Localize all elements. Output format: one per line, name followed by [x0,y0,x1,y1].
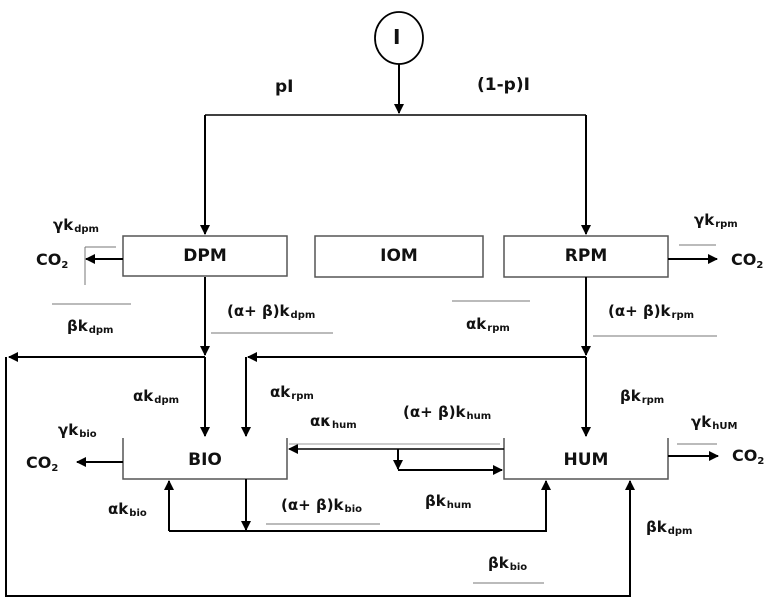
co2-hum: CO2 [732,446,765,467]
rate-beta-bio: βkbio [488,554,528,573]
rate-beta-rpm: βkrpm [620,387,665,406]
co2-rpm: CO2 [731,250,764,271]
box-hum [503,438,669,480]
rate-ab-hum: (α+ β)khum [403,403,492,422]
rate-gamma-rpm: γkrpm [694,211,738,230]
box-dpm [122,235,288,277]
input-label: I [393,25,401,49]
split-right-label: (1-p)I [477,75,530,95]
rate-beta-dpm-left: βkdpm [67,317,114,336]
rate-ab-rpm: (α+ β)krpm [608,302,695,321]
box-bio [122,438,288,480]
split-left-label: pI [275,77,294,97]
rate-alpha-bio: αkbio [108,500,147,519]
rate-beta-hum: βkhum [425,492,472,511]
pool-bio-label: BIO [188,450,222,470]
rate-alpha-dpm: αkdpm [133,387,180,406]
rate-alpha-rpm-mid: αkrpm [466,315,510,334]
pool-dpm-label: DPM [183,246,227,266]
rate-gamma-hum: γkhUM [691,413,738,432]
bio-bottom-loop [169,480,551,532]
co2-bio: CO2 [26,453,59,474]
rate-gamma-dpm: γkdpm [53,216,99,235]
rate-ab-bio: (α+ β)kbio [281,496,362,515]
pool-rpm-label: RPM [564,246,608,266]
outer-loop [5,357,635,597]
pool-hum-label: HUM [563,450,609,470]
rate-gamma-bio: γkbio [58,421,97,440]
rate-ab-dpm: (α+ β)kdpm [227,302,316,321]
pool-iom-label: IOM [380,246,418,266]
rate-alpha-hum: ακhum [310,412,357,431]
rate-beta-dpm-right: βkdpm [646,518,693,537]
box-iom [314,235,484,278]
co2-dpm: CO2 [36,250,69,271]
rate-alpha-rpm: αkrpm [270,383,314,402]
